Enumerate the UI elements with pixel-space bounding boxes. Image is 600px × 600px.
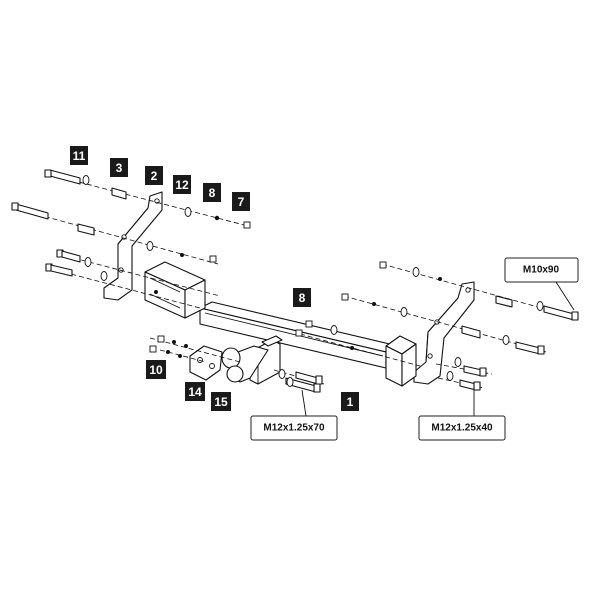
tag-part-15: 15 <box>211 392 231 411</box>
svg-text:M12x1.25x70: M12x1.25x70 <box>263 423 325 434</box>
svg-text:8: 8 <box>209 186 216 200</box>
tag-part-8-center: 8 <box>293 288 311 307</box>
callout-m12x125x40: M12x1.25x40 <box>418 415 506 441</box>
svg-text:10: 10 <box>149 363 163 377</box>
svg-text:1: 1 <box>347 395 354 409</box>
svg-text:11: 11 <box>73 149 86 163</box>
svg-text:2: 2 <box>151 169 158 183</box>
left-mount-box <box>144 261 206 319</box>
svg-text:8: 8 <box>299 291 306 305</box>
right-side-bracket <box>413 281 475 385</box>
tag-part-2: 2 <box>145 166 163 185</box>
svg-text:7: 7 <box>238 195 245 209</box>
svg-text:M10x90: M10x90 <box>523 265 560 276</box>
svg-text:M12x1.25x40: M12x1.25x40 <box>431 423 493 434</box>
tag-part-1: 1 <box>341 392 359 411</box>
leader-lines <box>301 281 575 417</box>
svg-text:12: 12 <box>175 178 189 192</box>
callout-m10x90: M10x90 <box>504 257 579 283</box>
tag-part-14: 14 <box>185 382 205 401</box>
tag-part-12: 12 <box>173 175 191 194</box>
tag-part-11: 11 <box>70 146 88 165</box>
nuts-and-washers <box>82 175 544 387</box>
tow-ball-assembly <box>189 345 269 383</box>
tag-part-8-top: 8 <box>203 183 221 202</box>
tag-part-10: 10 <box>146 360 166 379</box>
callout-m12x125x70: M12x1.25x70 <box>250 415 338 441</box>
svg-text:15: 15 <box>214 395 228 409</box>
svg-text:3: 3 <box>116 161 123 175</box>
tag-part-3: 3 <box>110 158 128 177</box>
svg-text:14: 14 <box>188 385 202 399</box>
tag-part-7: 7 <box>232 192 250 211</box>
right-mount-box <box>385 335 417 387</box>
assembly-axes <box>13 173 579 389</box>
bolts <box>11 169 579 393</box>
